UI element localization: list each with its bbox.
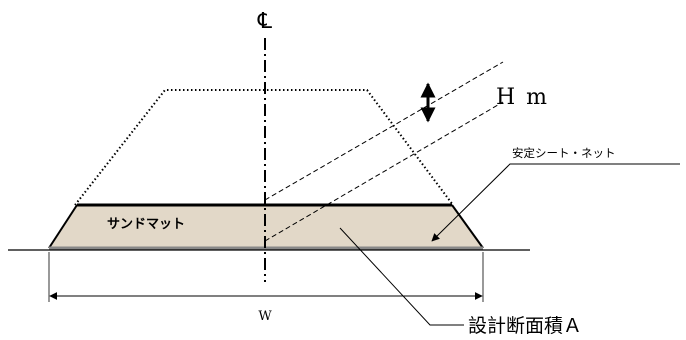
sand-mat bbox=[49, 205, 483, 248]
embankment-outline bbox=[74, 89, 454, 206]
sheet-net-label: 安定シート・ネット bbox=[512, 146, 616, 160]
dashed-guide-upper bbox=[264, 61, 504, 201]
dashed-guide-lower bbox=[264, 101, 504, 242]
area-label: 設計断面積Ａ bbox=[468, 315, 582, 337]
width-label: W bbox=[258, 309, 272, 324]
sand-mat-left-edge bbox=[48, 204, 78, 249]
sand-mat-right-edge bbox=[451, 204, 484, 249]
area-leader bbox=[339, 227, 464, 326]
sand-mat-label: サンドマット bbox=[107, 217, 185, 232]
centerline-label: ℄ bbox=[257, 9, 273, 34]
sheet-net-leader bbox=[431, 163, 680, 242]
height-label: H m bbox=[496, 85, 549, 110]
